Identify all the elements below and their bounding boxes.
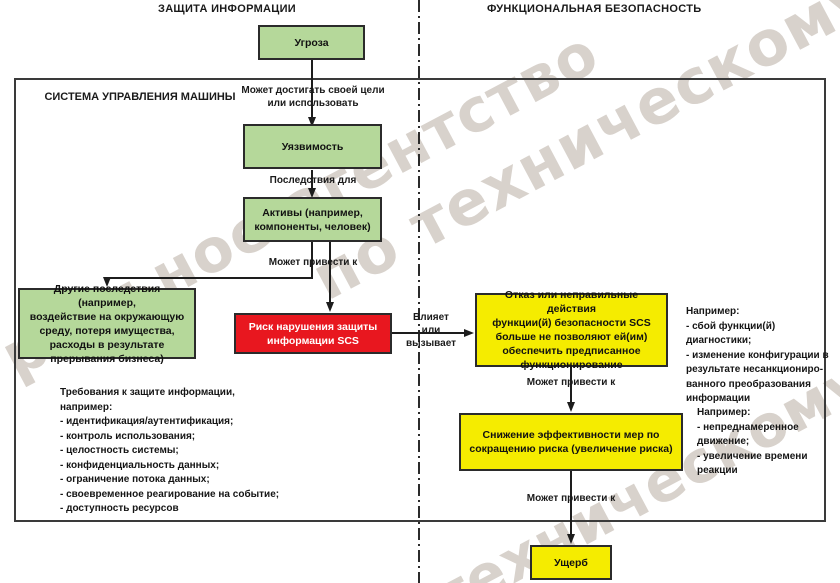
column-heading-information-security: ЗАЩИТА ИНФОРМАЦИИ [158, 3, 297, 15]
box-threat[interactable]: Угроза [258, 25, 365, 60]
label-threat-to-vulnerability: Может достигать своей цели или использов… [241, 85, 385, 109]
box-other-consequences[interactable]: Другие последствия (например, воздействи… [18, 283, 196, 365]
note-examples-risk: Например: - непреднамеренное движение; -… [697, 407, 808, 476]
box-assets[interactable]: Активы (например, компоненты, человек) [243, 197, 382, 242]
box-harm[interactable]: Ущерб [530, 545, 612, 580]
label-influences-or-causes: Влияет или вызывает [405, 312, 457, 349]
box-vulnerability[interactable]: Уязвимость [243, 124, 382, 169]
box-risk-increase[interactable]: Снижение эффективности мер по сокращению… [459, 413, 683, 471]
note-examples-failure: Например: - сбой функции(й) диагностики;… [686, 306, 829, 404]
label-failure-leads-to: Может привести к [526, 377, 616, 388]
label-vulnerability-to-assets: Последствия для [269, 175, 357, 186]
label-risk-leads-to: Может привести к [526, 493, 616, 504]
column-heading-functional-safety: ФУНКЦИОНАЛЬНАЯ БЕЗОПАСНОСТЬ [487, 3, 702, 15]
box-safety-function-failure[interactable]: Отказ или неправильные действия функции(… [475, 289, 668, 371]
label-assets-consequence: Может привести к [268, 257, 358, 268]
frame-title: СИСТЕМА УПРАВЛЕНИЯ МАШИНЫ [44, 91, 236, 103]
machine-control-system-frame [14, 78, 826, 522]
box-security-risk[interactable]: Риск нарушения защиты информации SCS [234, 313, 392, 354]
note-security-requirements: Требования к защите информации, например… [60, 387, 280, 514]
